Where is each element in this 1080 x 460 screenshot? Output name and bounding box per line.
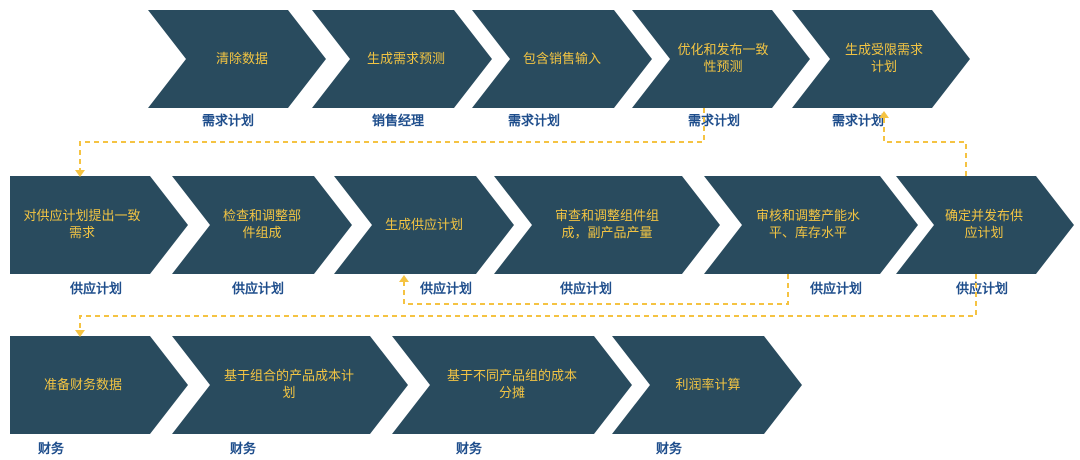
step-review-components-byproducts: 审查和调整组件组成，副产品产量 — [494, 176, 720, 274]
connector-row2-to-row3 — [79, 274, 977, 332]
step-label: 确定并发布供应计划 — [944, 209, 1023, 241]
step-label: 审核和调整产能水平、库存水平 — [755, 209, 860, 241]
arrowhead-down — [75, 170, 85, 177]
role-label: 财务 — [38, 442, 65, 457]
role-label: 供应计划 — [956, 282, 1009, 297]
step-label: 基于不同产品组的成本分摊 — [446, 369, 577, 401]
connector-feedback-demand — [883, 118, 967, 176]
step-label: 生成供应计划 — [384, 217, 463, 233]
role-label: 供应计划 — [70, 282, 123, 297]
role-label: 需求计划 — [832, 114, 885, 129]
role-label: 财务 — [230, 442, 257, 457]
role-label: 财务 — [456, 442, 483, 457]
step-label: 生成需求预测 — [366, 51, 445, 67]
step-label: 优化和发布一致性预测 — [677, 43, 769, 75]
role-label: 供应计划 — [810, 282, 863, 297]
step-label: 审查和调整组件组成，副产品产量 — [554, 209, 659, 241]
step-label: 包含销售输入 — [522, 51, 601, 67]
step-label: 生成受限需求计划 — [844, 43, 923, 75]
step-cost-allocation: 基于不同产品组的成本分摊 — [392, 336, 632, 434]
role-label: 需求计划 — [688, 114, 741, 129]
step-portfolio-cost-plan: 基于组合的产品成本计划 — [172, 336, 408, 434]
step-review-capacity-inventory: 审核和调整产能水平、库存水平 — [704, 176, 918, 274]
role-label: 需求计划 — [202, 114, 255, 129]
step-label: 检查和调整部件组成 — [222, 209, 301, 241]
step-submit-consistent-demand: 对供应计划提出一致需求 — [10, 176, 188, 274]
role-label: 供应计划 — [420, 282, 473, 297]
arrowhead-up — [399, 275, 409, 282]
connector-feedback-supply — [403, 274, 789, 305]
step-label: 准备财务数据 — [43, 377, 122, 393]
role-label: 财务 — [656, 442, 683, 457]
role-label: 供应计划 — [232, 282, 285, 297]
step-label: 利润率计算 — [675, 377, 741, 393]
role-label: 需求计划 — [508, 114, 561, 129]
step-label: 清除数据 — [215, 51, 268, 67]
step-label: 基于组合的产品成本计划 — [223, 369, 354, 401]
arrowhead-up — [879, 111, 889, 118]
arrowhead-down — [75, 330, 85, 337]
step-prepare-financial-data: 准备财务数据 — [10, 336, 188, 434]
role-label: 供应计划 — [560, 282, 613, 297]
step-label: 对供应计划提出一致需求 — [23, 209, 141, 241]
role-label: 销售经理 — [372, 114, 425, 129]
connector-row1-to-row2 — [79, 108, 705, 172]
